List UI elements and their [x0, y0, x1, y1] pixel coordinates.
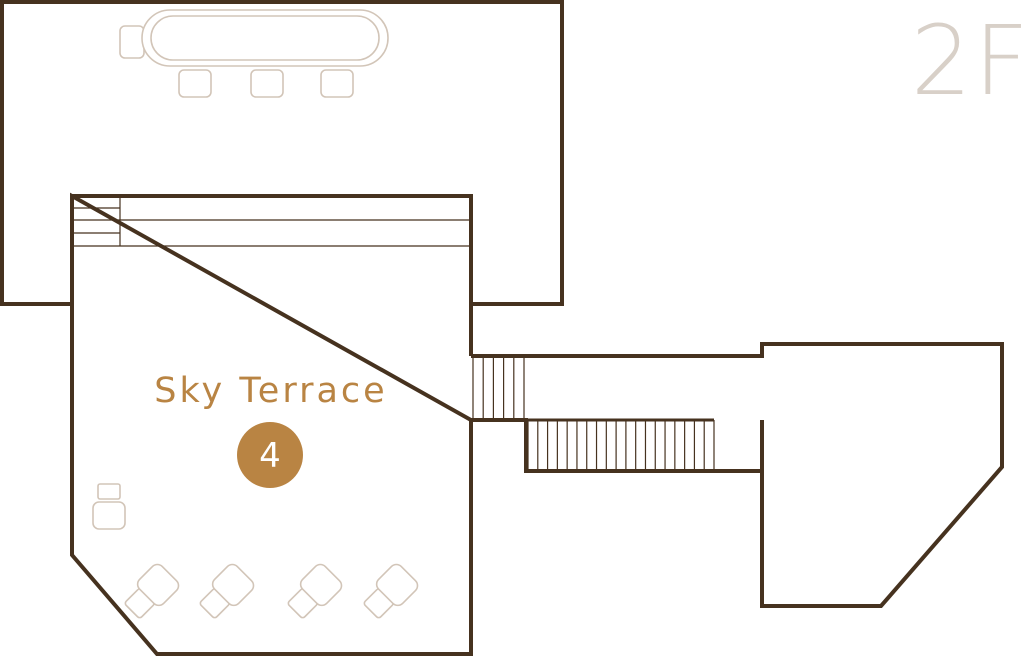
angled-chair [124, 563, 180, 619]
floor-label: 2F [911, 5, 1031, 117]
angled-chair [287, 563, 343, 619]
stairs-long [527, 420, 715, 471]
upper-room-walls [0, 0, 564, 306]
corridor-walls [471, 342, 1004, 608]
corridor-lower-wall [471, 418, 762, 473]
chair [250, 69, 284, 98]
room-name-sky-terrace: Sky Terrace [154, 371, 387, 411]
room-number-circle[interactable] [237, 422, 303, 488]
stairs-short [472, 358, 525, 420]
sky-terrace-walls [70, 192, 473, 656]
lounge-chair [92, 483, 126, 530]
chair [320, 69, 354, 98]
conference-table-set [119, 9, 389, 98]
table-end-chair [119, 25, 145, 59]
angled-chair [363, 563, 419, 619]
room-number-text[interactable]: 4 [259, 436, 281, 476]
room-number-badge[interactable]: 4 [237, 422, 303, 488]
upper-stair-strip [72, 196, 471, 247]
angled-chair [199, 563, 255, 619]
conference-table-inner [150, 15, 380, 61]
chair [178, 69, 212, 98]
